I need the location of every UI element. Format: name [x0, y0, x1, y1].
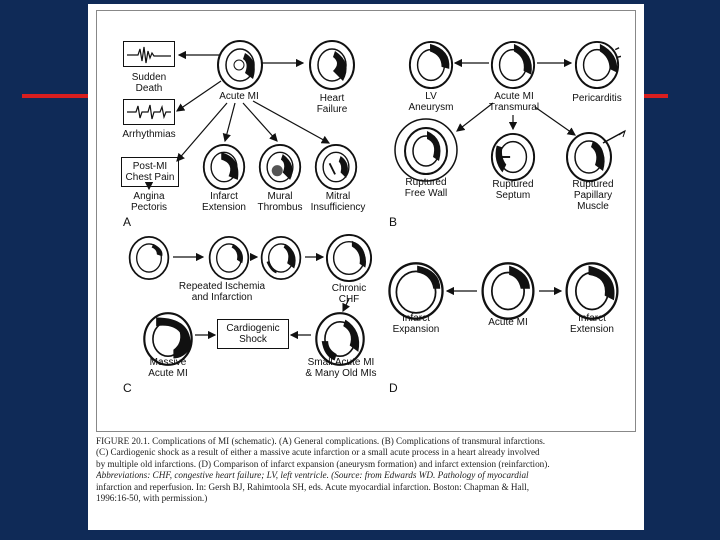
arrow-to-mitral-insufficiency — [252, 100, 331, 144]
heart-repeated-ischemia-1 — [128, 236, 170, 280]
heart-mitral-insufficiency — [314, 144, 358, 190]
heart-ruptured-septum — [490, 133, 536, 181]
label-infarct-extension-d: Infarct Extension — [570, 313, 614, 335]
label-ruptured-free-wall: Ruptured Free Wall — [404, 177, 448, 199]
slide-accent-line-right — [644, 94, 668, 98]
label-acute-mi-transmural: Acute MI Transmural — [488, 91, 540, 113]
figure-frame: Sudden Death Arrhythmias Post-MI Chest P… — [96, 10, 636, 432]
heart-infarct-extension-d — [565, 262, 619, 320]
arrow-to-arrhythmias — [176, 80, 222, 112]
label-acute-mi-d: Acute MI — [488, 317, 528, 328]
label-mural-thrombus: Mural Thrombus — [257, 191, 303, 213]
label-pericarditis: Pericarditis — [572, 93, 622, 104]
heart-massive-acute-mi — [143, 312, 193, 366]
label-ruptured-septum: Ruptured Septum — [492, 179, 534, 201]
heart-chronic-chf — [325, 234, 373, 282]
heart-acute-mi-d — [481, 262, 535, 320]
heart-acute-mi-a — [217, 40, 263, 90]
label-sudden-death: Sudden Death — [131, 72, 167, 94]
caption-line-2: (C) Cardiogenic shock as a result of eit… — [96, 447, 540, 458]
heart-acute-mi-transmural — [490, 41, 536, 89]
arrow-to-ruptured-free-wall — [456, 102, 494, 132]
heart-small-acute-mi — [315, 312, 365, 366]
heart-repeated-ischemia-3 — [260, 236, 302, 280]
arrow-to-mural-thrombus — [242, 102, 278, 142]
label-arrhythmias: Arrhythmias — [122, 129, 176, 140]
panel-letter-b: B — [389, 215, 398, 229]
label-mitral-insufficiency: Mitral Insufficiency — [310, 191, 366, 213]
label-acute-mi-a: Acute MI — [219, 91, 259, 102]
label-repeated-ischemia: Repeated Ischemia and Infarction — [178, 281, 266, 303]
caption-line-4: Abbreviations: CHF, congestive heart fai… — [96, 470, 529, 481]
panel-letter-c: C — [123, 381, 132, 395]
heart-heart-failure — [309, 40, 355, 90]
label-infarct-expansion: Infarct Expansion — [392, 313, 440, 335]
arrow-to-chest-pain — [176, 102, 228, 162]
panel-letter-a: A — [123, 215, 132, 229]
panel-letter-d: D — [389, 381, 398, 395]
label-heart-failure: Heart Failure — [316, 93, 348, 115]
heart-lv-aneurysm — [408, 41, 454, 89]
caption-line-5: infarction and reperfusion. In: Gersh BJ… — [96, 481, 529, 492]
heart-ruptured-free-wall — [394, 118, 458, 182]
label-cardiogenic-shock: Cardiogenic Shock — [226, 323, 280, 345]
arrow-to-infarct-extension-a — [222, 102, 236, 143]
arrow-layer — [144, 50, 576, 340]
label-infarct-extension-a: Infarct Extension — [202, 191, 246, 213]
slide-accent-line-left — [22, 94, 88, 98]
label-lv-aneurysm: LV Aneurysm — [408, 91, 454, 113]
label-small-acute-mi: Small Acute MI & Many Old MIs — [305, 357, 377, 379]
ecg-arrhythmias-box — [123, 99, 175, 125]
caption-line-1: FIGURE 20.1. Complications of MI (schema… — [96, 436, 546, 446]
heart-mural-thrombus — [258, 144, 302, 190]
label-ruptured-papillary: Ruptured Papillary Muscle — [572, 179, 614, 212]
figure-card: Sudden Death Arrhythmias Post-MI Chest P… — [88, 4, 644, 530]
arrow-to-ruptured-papillary — [534, 106, 576, 136]
heart-infarct-extension-a — [202, 144, 246, 190]
ecg-sudden-death-box — [123, 41, 175, 67]
cardiogenic-shock-box: Cardiogenic Shock — [217, 319, 289, 349]
heart-repeated-ischemia-2 — [208, 236, 250, 280]
label-post-mi-chest-pain: Post-MI Chest Pain — [125, 161, 175, 183]
heart-pericarditis — [574, 41, 621, 89]
heart-infarct-expansion — [388, 262, 444, 320]
caption-line-6: 1996:16-50, with permission.) — [96, 493, 208, 504]
label-massive-acute-mi: Massive Acute MI — [148, 357, 188, 379]
caption-line-3: by multiple old infarctions. (D) Compari… — [96, 458, 550, 469]
arrow-chf-to-small — [342, 298, 350, 313]
figure-caption: FIGURE 20.1. Complications of MI (schema… — [96, 436, 636, 504]
label-angina-pectoris: Angina Pectoris — [130, 191, 168, 213]
heart-ruptured-papillary — [566, 129, 626, 182]
